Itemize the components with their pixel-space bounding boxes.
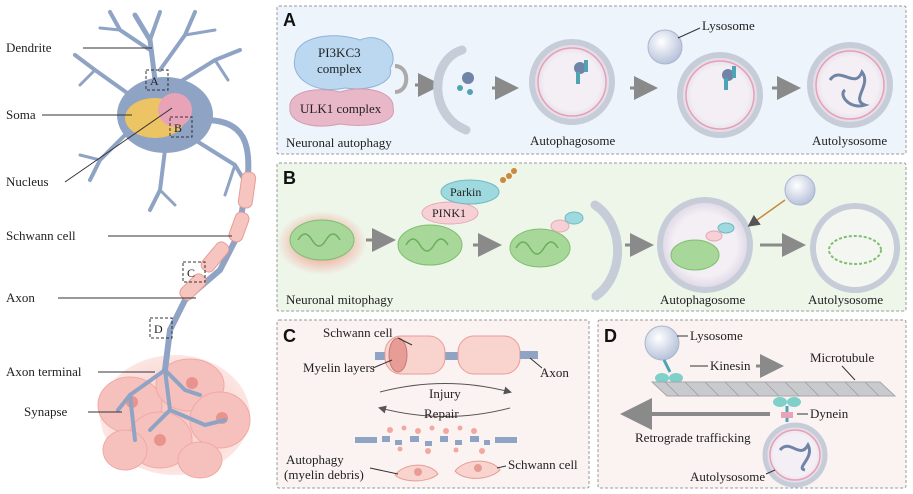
- autophagosome-a-label: Autophagosome: [530, 133, 615, 148]
- panel-a: A PI3KC3 complex ULK1 complex Neuronal a…: [276, 5, 907, 155]
- axon-terminal-branches: [116, 368, 227, 442]
- degraded-cargo: [828, 68, 870, 108]
- label-soma: Soma: [6, 107, 36, 122]
- fusing-autophagosome: [677, 52, 763, 138]
- retrograde-label: Retrograde trafficking: [635, 430, 751, 445]
- mitochondrion-pink1: [397, 224, 463, 266]
- label-nucleus: Nucleus: [6, 174, 49, 189]
- autolysosome-a-label: Autolysosome: [812, 133, 887, 148]
- phagophore: [433, 45, 471, 135]
- microtubule-label: Microtubule: [810, 350, 874, 365]
- label-axon: Axon: [6, 290, 35, 305]
- parkin-protein: [440, 179, 500, 205]
- axon-c-label: Axon: [540, 365, 569, 380]
- autolysosome-d: [762, 422, 828, 488]
- pi3kc3-label-2: complex: [317, 61, 362, 76]
- dynein-motor: [773, 397, 801, 422]
- box-c: [182, 261, 206, 283]
- schwann-c-top-label: Schwann cell: [323, 325, 393, 340]
- label-axon-terminal: Axon terminal: [6, 364, 82, 379]
- box-b: [169, 116, 193, 138]
- phagophore-b: [590, 200, 623, 301]
- label-dendrite: Dendrite: [6, 40, 52, 55]
- panel-a-caption: Neuronal autophagy: [286, 135, 392, 150]
- pink1-protein: [421, 201, 479, 225]
- pi3kc3-complex: [293, 35, 394, 90]
- neuron-illustration: A B C D Dendrite Soma Nucleus Schwann ce…: [6, 10, 257, 479]
- box-a-label: A: [150, 74, 159, 88]
- zoom-boxes: [145, 69, 206, 339]
- neuron-leader-lines: [42, 47, 232, 413]
- autophagosome-a: [529, 39, 615, 125]
- lysosome-d: [644, 325, 680, 361]
- microtubule: [650, 381, 897, 397]
- panel-d: D Lysosome Kinesin Microtubule: [597, 319, 907, 489]
- synapse-cells: [97, 355, 251, 479]
- schwann-c-bottom-label: Schwann cell: [508, 457, 578, 472]
- autophagy-label-1: Autophagy: [286, 452, 344, 467]
- autolysosome-d-label: Autolysosome: [690, 469, 765, 484]
- label-schwann-cell: Schwann cell: [6, 228, 76, 243]
- ulk1-complex: [289, 88, 394, 127]
- panel-b: B PINK1 Parkin Autophagosome Autol: [276, 162, 907, 312]
- damaged-mitochondrion: [289, 219, 355, 261]
- parkin-label: Parkin: [450, 185, 481, 199]
- box-b-label: B: [174, 121, 182, 135]
- box-a: [145, 69, 169, 91]
- lysosome-a-label: Lysosome: [702, 18, 755, 33]
- autolysosome-a: [807, 42, 893, 128]
- autophagosome-b-label: Autophagosome: [660, 292, 745, 307]
- kinesin-motor: [655, 359, 683, 383]
- panel-d-letter: D: [604, 326, 617, 346]
- label-synapse: Synapse: [24, 404, 68, 419]
- autophagy-label-2: (myelin debris): [284, 467, 364, 482]
- box-d-label: D: [154, 322, 163, 336]
- pi3kc3-label-1: PI3KC3: [318, 45, 361, 60]
- repair-label: Repair: [424, 406, 459, 421]
- dendrites: [73, 10, 252, 212]
- kinesin-label: Kinesin: [710, 358, 751, 373]
- axon: [162, 117, 252, 373]
- autolysosome-b-label: Autolysosome: [808, 292, 883, 307]
- box-d: [149, 317, 173, 339]
- lysosome-b: [784, 174, 816, 206]
- nucleus: [158, 93, 192, 127]
- panel-a-letter: A: [283, 10, 296, 30]
- panel-b-letter: B: [283, 168, 296, 188]
- injury-label: Injury: [429, 386, 461, 401]
- ulk1-label: ULK1 complex: [300, 101, 382, 116]
- myelin-segment-2: [457, 335, 521, 375]
- pink1-label: PINK1: [432, 206, 466, 220]
- dynein-label: Dynein: [810, 406, 849, 421]
- myelin-label: Myelin layers: [303, 360, 375, 375]
- panel-c: C Schwann cell Myelin layers Axon Injury…: [276, 319, 590, 489]
- panel-c-letter: C: [283, 326, 296, 346]
- autolysosome-b: [810, 203, 900, 293]
- lysosome-d-label: Lysosome: [690, 328, 743, 343]
- panel-b-caption: Neuronal mitophagy: [286, 292, 394, 307]
- schwann-cells: [179, 171, 257, 301]
- lysosome-a: [647, 29, 683, 65]
- box-c-label: C: [187, 266, 195, 280]
- myelin-debris: [355, 425, 517, 454]
